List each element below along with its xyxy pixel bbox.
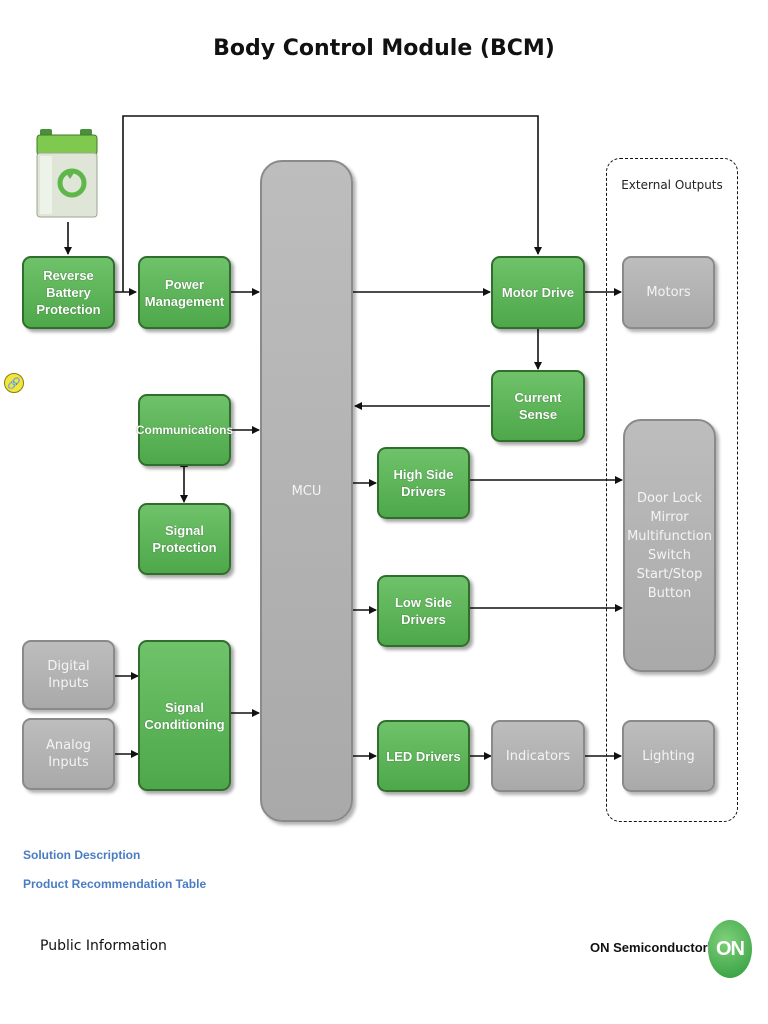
power-management-block: Power Management	[138, 256, 231, 329]
lighting-block: Lighting	[622, 720, 715, 792]
high-side-drivers-block: High Side Drivers	[377, 447, 470, 519]
door-lock-group-block: Door Lock Mirror Multifunction Switch St…	[623, 419, 716, 672]
signal-conditioning-block: Signal Conditioning	[138, 640, 231, 791]
page-title: Body Control Module (BCM)	[213, 36, 555, 61]
low-side-drivers-block: Low Side Drivers	[377, 575, 470, 647]
indicators-block: Indicators	[491, 720, 585, 792]
led-drivers-block: LED Drivers	[377, 720, 470, 792]
product-recommendation-link[interactable]: Product Recommendation Table	[23, 877, 207, 891]
brand-name: ON Semiconductor®	[590, 940, 713, 955]
external-outputs-label: External Outputs	[621, 178, 723, 192]
signal-protection-block: Signal Protection	[138, 503, 231, 575]
reverse-battery-protection-block: Reverse Battery Protection	[22, 256, 115, 329]
motors-block: Motors	[622, 256, 715, 329]
current-sense-block: Current Sense	[491, 370, 585, 442]
external-outputs-group	[606, 158, 738, 822]
solution-description-link[interactable]: Solution Description	[23, 848, 141, 862]
communications-block: Communications	[136, 394, 233, 466]
battery-recycle-icon	[36, 129, 98, 218]
attachment-icon[interactable]: 🔗	[4, 373, 24, 393]
motor-drive-block: Motor Drive	[491, 256, 585, 329]
on-semi-logo: ON	[708, 920, 752, 978]
mcu-block: MCU	[260, 160, 353, 822]
public-information-label: Public Information	[40, 938, 167, 954]
digital-inputs-block: Digital Inputs	[22, 640, 115, 710]
analog-inputs-block: Analog Inputs	[22, 718, 115, 790]
